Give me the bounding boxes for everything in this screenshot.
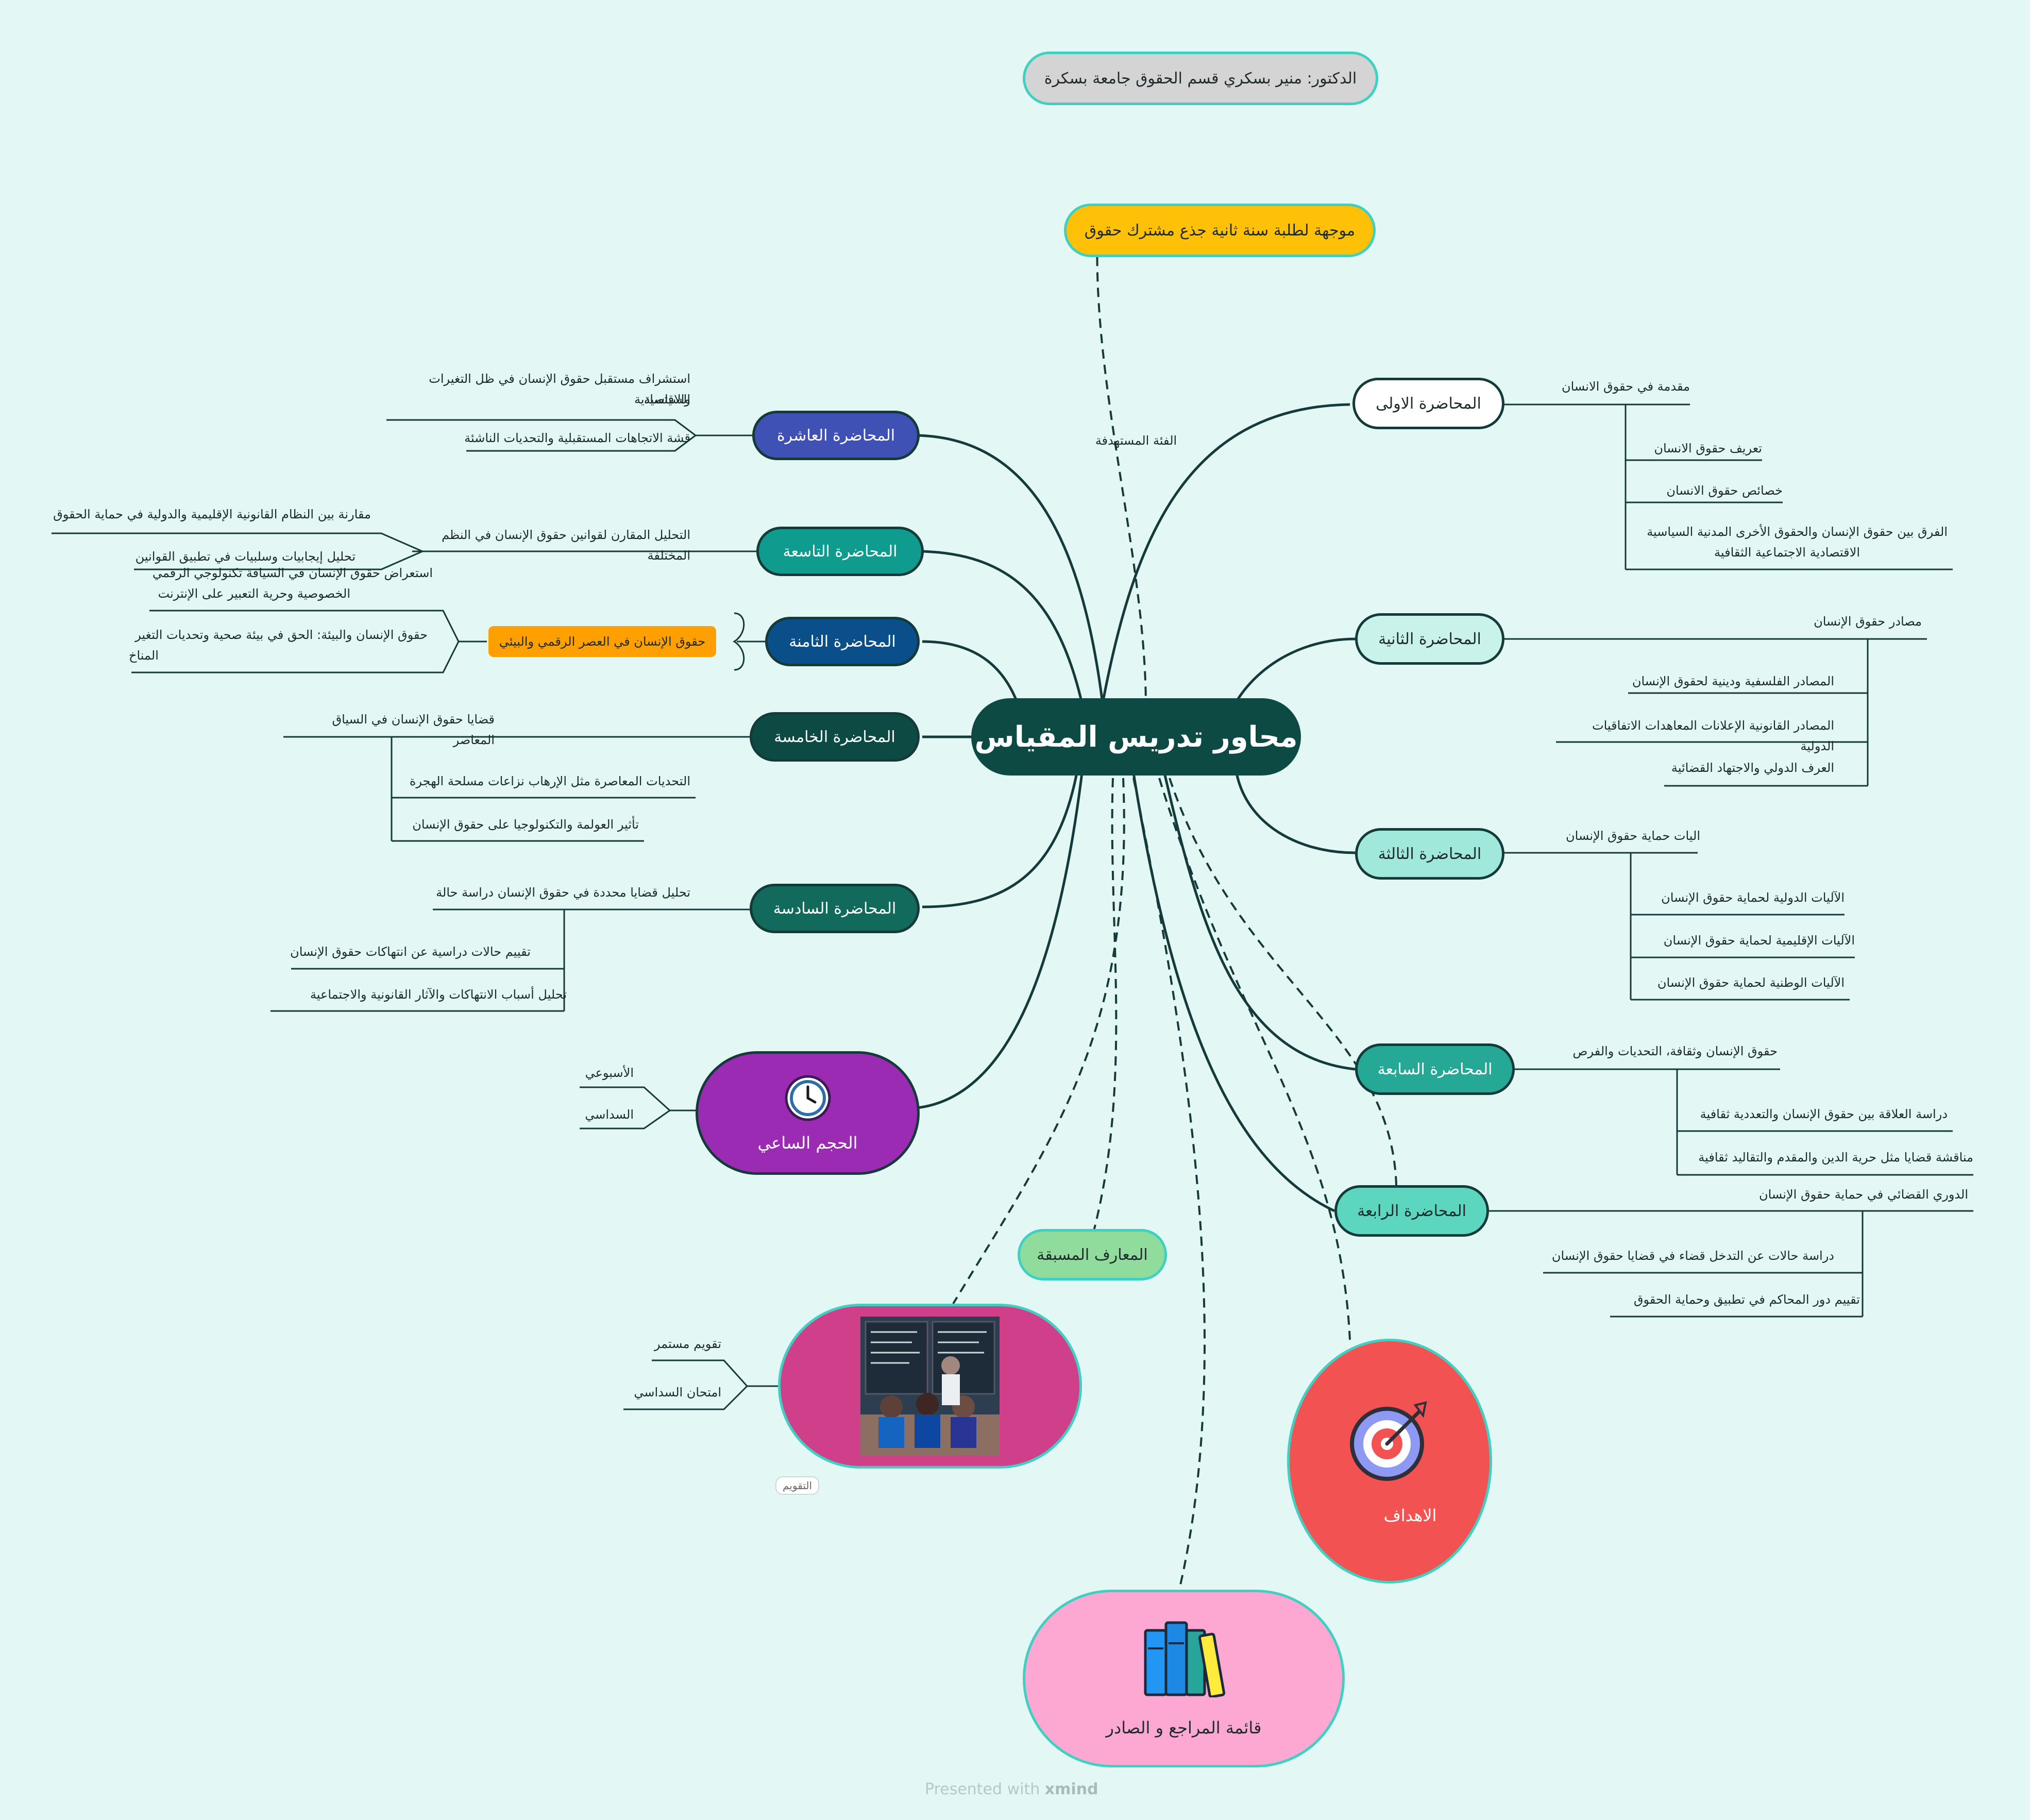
lecture3-node[interactable]: المحاضرة الثالثة [1355,828,1504,880]
lecture6-item-1: تقييم حالات دراسية عن انتهاكات حقوق الإن… [290,945,531,959]
evaluation-item-2: امتحان السداسي [634,1385,721,1400]
lecture2-intro: مصادر حقوق الإنسان [1814,614,1922,629]
volume-item-2: السداسي [585,1107,634,1122]
audience-label: موجهة لطلبة سنة ثانية جذع مشترك حقوق [1084,221,1356,240]
root-node[interactable]: محاور تدريس المقياس [971,698,1301,776]
lecture5-title: المحاضرة الخامسة [774,728,895,746]
lecture9-item-1: مقارنة بين النظام القانونية الإقليمية وا… [53,507,371,521]
lecture10-item-1: استشراف مستقبل حقوق الإنسان في ظل التغير… [429,372,690,407]
volume-title: الحجم الساعي [757,1133,858,1153]
lecture8-title: المحاضرة الثامنة [789,632,896,651]
lecture2-node[interactable]: المحاضرة الثانية [1355,613,1504,665]
volume-node[interactable]: الحجم الساعي [696,1051,920,1175]
lecture8-node[interactable]: المحاضرة الثامنة [765,617,920,666]
audience-connector-label: الفئة المستهدفة [1095,433,1177,448]
lecture9-intro: التحليل المقارن لقوانين حقوق الإنسان في … [442,528,690,563]
goals-node[interactable]: الاهداف [1287,1339,1492,1583]
lecture8-item-1: استعراض حقوق الإنسان في السياقة تكنولوجي… [152,566,433,580]
lecture5-node[interactable]: المحاضرة الخامسة [750,712,920,762]
lecture5-item-1: التحديات المعاصرة مثل الإرهاب نزاعات مسل… [409,774,690,788]
books-icon [1144,1621,1225,1697]
lecture4-title: المحاضرة الرابعة [1357,1202,1466,1220]
lecture1-title: المحاضرة الاولى [1376,394,1481,413]
lecture1-node[interactable]: المحاضرة الاولى [1352,378,1504,429]
lecture6-item-2: تحليل أسباب الانتهاكات والآثار القانونية… [310,987,567,1002]
evaluation-tag: التقويم [775,1476,820,1495]
lecture3-item-2: الآليات الإقليمية لحماية حقوق الإنسان [1663,933,1855,948]
lecture10-title: المحاضرة العاشرة [776,426,895,445]
prior-knowledge-node[interactable]: المعارف المسبقة [1018,1229,1167,1280]
lecture10-node[interactable]: المحاضرة العاشرة [752,411,920,460]
lecture1-intro: مقدمة في حقوق الانسان [1561,379,1690,394]
lecture2-title: المحاضرة الثانية [1378,630,1481,648]
references-node[interactable]: قائمة المراجع و الصادر [1023,1590,1345,1767]
lecture4-item-2: تقييم دور المحاكم في تطبيق وحماية الحقوق [1633,1292,1860,1307]
lecture3-intro: اليات حماية حقوق الإنسان [1566,829,1700,843]
author-node[interactable]: الدكتور: منير بسكري قسم الحقوق جامعة بسك… [1023,52,1378,105]
lecture4-intro: الدوري القضائي في حماية حقوق الإنسان [1758,1187,1968,1202]
lecture6-intro: تحليل قضايا محددة في حقوق الإنسان دراسة … [436,885,690,900]
footer-presented: Presented with [925,1780,1040,1798]
lecture8-item-3: حقوق الإنسان والبيئة: الحق في بيئة صحية … [135,628,428,642]
lecture1-item-4: الاقتصادية الاجتماعية الثقافية [1714,545,1860,560]
lecture6-title: المحاضرة السادسة [773,899,896,918]
lecture8-topic[interactable]: حقوق الإنسان في العصر الرقمي والبيئي [488,626,716,657]
target-icon [1350,1401,1427,1481]
lecture9-item-2: تحليل إيجابيات وسلبيات في تطبيق القوانين [135,549,356,564]
lecture9-node[interactable]: المحاضرة التاسعة [756,527,924,576]
prior-knowledge-title: المعارف المسبقة [1037,1245,1148,1264]
goals-title: الاهداف [1383,1505,1437,1525]
footer-brand: xmind [1044,1780,1098,1798]
lecture2-item-2: المصادر القانونية الإعلانات المعاهدات ال… [1592,718,1834,753]
evaluation-item-1: تقويم مستمر [654,1337,721,1351]
lecture3-item-1: الآليات الدولية لحماية حقوق الإنسان [1661,890,1845,905]
audience-node[interactable]: موجهة لطلبة سنة ثانية جذع مشترك حقوق [1064,204,1376,257]
lecture4-item-1: دراسة حالات عن التدخل قضاء في قضايا حقوق… [1551,1249,1834,1263]
root-title: محاور تدريس المقياس [974,720,1298,754]
references-title: قائمة المراجع و الصادر [1106,1717,1262,1738]
author-label: الدكتور: منير بسكري قسم الحقوق جامعة بسك… [1044,69,1357,88]
lecture8-item-4: المناخ [129,648,159,663]
evaluation-node[interactable] [778,1304,1082,1469]
lecture1-item-1: تعريف حقوق الانسان [1654,441,1762,456]
lecture6-node[interactable]: المحاضرة السادسة [750,884,920,933]
lecture9-title: المحاضرة التاسعة [783,542,898,561]
classroom-image [860,1317,1000,1456]
lecture10-item-2: والاقتصادية [634,392,690,407]
lecture2-item-1: المصادر الفلسفية ودينية لحقوق الإنسان [1632,674,1834,688]
lecture8-item-2: الخصوصية وحرية التعبير على الإنترنت [158,586,350,601]
lecture1-item-3: الفرق بين حقوق الإنسان والحقوق الأخرى ال… [1647,525,1948,539]
lecture10-item-3: قشة الاتجاهات المستقبلية والتحديات الناش… [464,431,690,445]
lecture7-title: المحاضرة السابعة [1377,1060,1493,1078]
lecture1-item-2: خصائص حقوق الانسان [1666,483,1783,498]
footer-watermark: Presented with xmind [925,1780,1098,1798]
lecture5-item-2: تأثير العولمة والتكنولوجيا على حقوق الإن… [412,817,639,832]
lecture8-topic-label: حقوق الإنسان في العصر الرقمي والبيئي [499,634,706,649]
lecture5-intro: قضايا حقوق الإنسان في السياق المعاصر [332,712,495,747]
lecture3-title: المحاضرة الثالثة [1378,845,1482,863]
clock-icon [785,1075,831,1121]
lecture7-intro: حقوق الإنسان وثقافة، التحديات والفرص [1572,1044,1778,1058]
lecture7-node[interactable]: المحاضرة السابعة [1355,1043,1515,1095]
lecture2-item-3: العرف الدولي والاجتهاد القضائية [1671,761,1834,775]
lecture7-item-2: مناقشة قضايا مثل حرية الدين والمقدم والت… [1698,1150,1973,1165]
lecture3-item-3: الآليات الوطنية لحماية حقوق الإنسان [1657,975,1845,990]
lecture7-item-1: دراسة العلاقة بين حقوق الإنسان والتعددية… [1700,1107,1948,1121]
volume-item-1: الأسبوعي [585,1066,634,1080]
lecture4-node[interactable]: المحاضرة الرابعة [1334,1185,1489,1237]
